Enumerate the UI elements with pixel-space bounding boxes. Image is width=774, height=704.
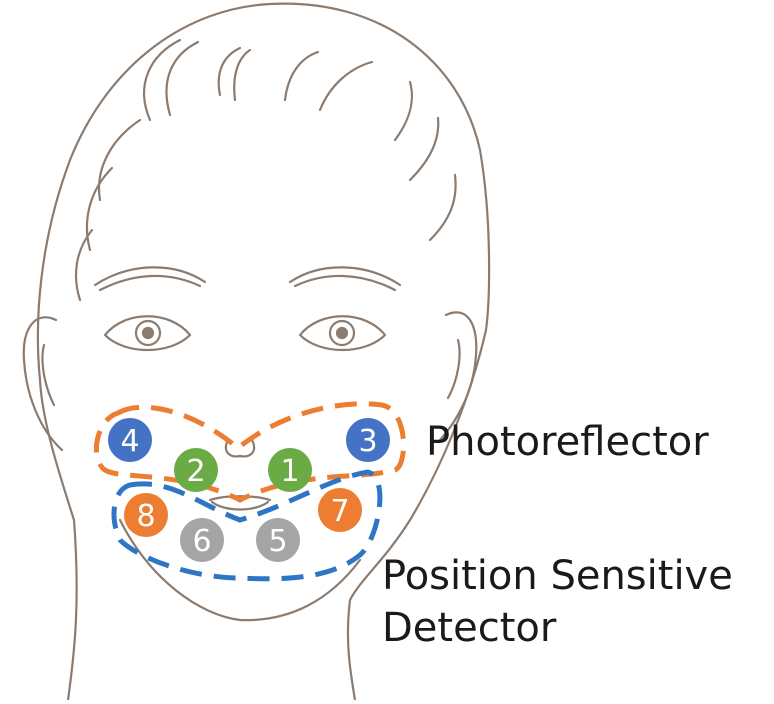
marker-2: 2 (174, 448, 218, 492)
marker-number: 5 (268, 524, 287, 559)
marker-8: 8 (124, 493, 168, 537)
marker-number: 8 (136, 499, 155, 534)
marker-number: 4 (120, 424, 139, 459)
marker-3: 3 (346, 418, 390, 462)
marker-number: 7 (330, 494, 349, 529)
marker-number: 2 (186, 454, 205, 489)
marker-7: 7 (318, 488, 362, 532)
marker-4: 4 (108, 418, 152, 462)
marker-number: 1 (280, 454, 299, 489)
marker-number: 6 (192, 524, 211, 559)
left-ear (24, 317, 62, 450)
marker-1: 1 (268, 448, 312, 492)
marker-5: 5 (256, 518, 300, 562)
photoreflector-label: Photoreflector (426, 418, 709, 466)
psd-label-line1: Position Sensitive (382, 552, 733, 600)
marker-6: 6 (180, 518, 224, 562)
marker-number: 3 (358, 424, 377, 459)
psd-label-line2: Detector (382, 604, 556, 652)
